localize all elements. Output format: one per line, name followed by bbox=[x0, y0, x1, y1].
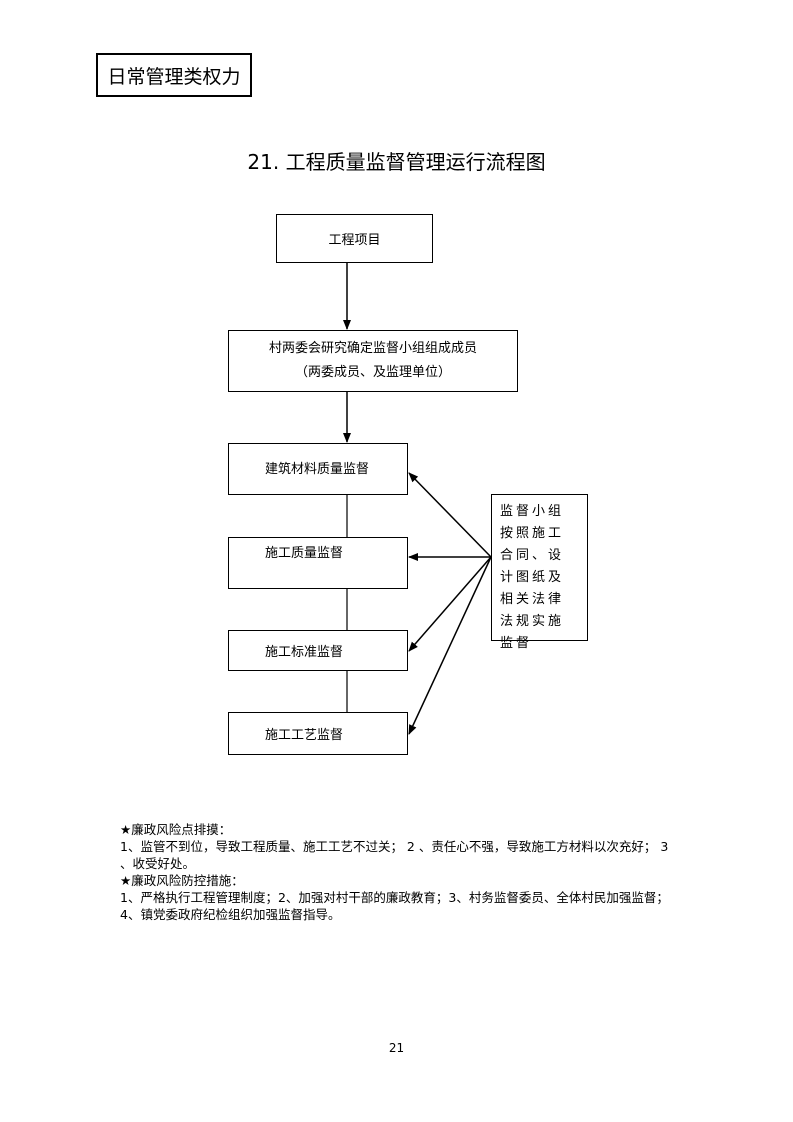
arrow-side-6 bbox=[408, 556, 492, 735]
control-text: 1、严格执行工程管理制度；2、加强对村干部的廉政教育；3、村务监督委员、全体村民… bbox=[120, 890, 669, 922]
control-title: ★廉政风险防控措施： bbox=[120, 873, 244, 888]
step-label: 施工工艺监督 bbox=[265, 728, 344, 743]
step-label: 建筑材料质量监督 bbox=[265, 462, 370, 477]
step-label: 施工标准监督 bbox=[265, 645, 344, 660]
arrow-side-5 bbox=[408, 556, 492, 652]
step-sublabel: （两委成员、及监理单位） bbox=[294, 365, 451, 380]
step-label: 工程项目 bbox=[328, 233, 381, 248]
step-construction-standard: 施工标准监督 bbox=[228, 630, 408, 671]
step-project: 工程项目 bbox=[276, 214, 433, 263]
risk-notes: ★廉政风险点排摸： 1、监管不到位，导致工程质量、施工工艺不过关； 2 、责任心… bbox=[120, 821, 680, 923]
step-construction-process: 施工工艺监督 bbox=[228, 712, 408, 755]
side-note-text: 监督小组按照施工合同、设计图纸及相关法律法规实施监督 bbox=[500, 504, 565, 651]
risk-title: ★廉政风险点排摸： bbox=[120, 822, 232, 837]
page-number: 21 bbox=[388, 1041, 405, 1055]
step-committee: 村两委会研究确定监督小组组成成员 （两委成员、及监理单位） bbox=[228, 330, 518, 392]
page-title: 21. 工程质量监督管理运行流程图 bbox=[247, 150, 546, 174]
step-label: 村两委会研究确定监督小组组成成员 bbox=[268, 341, 477, 356]
side-note-box: 监督小组按照施工合同、设计图纸及相关法律法规实施监督 bbox=[491, 494, 588, 651]
step-construction-quality: 施工质量监督 bbox=[228, 537, 408, 589]
step-label: 施工质量监督 bbox=[265, 546, 344, 561]
arrow-side-3 bbox=[408, 472, 492, 558]
category-label: 日常管理类权力 bbox=[96, 53, 252, 97]
risk-text: 1、监管不到位，导致工程质量、施工工艺不过关； 2 、责任心不强，导致施工方材料… bbox=[120, 839, 669, 871]
step-material-supervision: 建筑材料质量监督 bbox=[228, 443, 408, 495]
